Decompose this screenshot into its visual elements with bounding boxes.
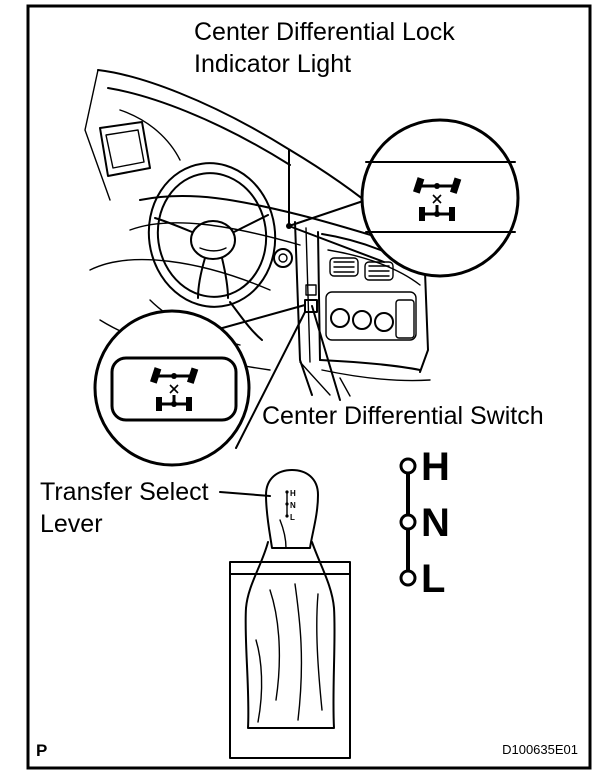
switch-label: Center Differential Switch bbox=[262, 402, 544, 430]
knob-h-mark: H bbox=[290, 489, 296, 498]
indicator-zoom-circle bbox=[360, 118, 520, 278]
indicator-label-line2: Indicator Light bbox=[194, 50, 351, 78]
position-l-dot bbox=[399, 569, 417, 587]
position-n-label: N bbox=[421, 501, 450, 545]
position-h-dot bbox=[399, 457, 417, 475]
figure-id: D100635E01 bbox=[502, 742, 578, 757]
knob-n-mark: N bbox=[290, 501, 296, 510]
shift-pattern-diagram bbox=[399, 457, 417, 587]
switch-callout bbox=[93, 304, 306, 467]
lever-leader-line bbox=[219, 491, 271, 497]
lever-label-line2: Lever bbox=[40, 510, 103, 538]
transfer-lever-illustration bbox=[229, 469, 351, 759]
lever-label-line1: Transfer Select bbox=[40, 478, 209, 506]
indicator-callout bbox=[288, 118, 520, 278]
corner-code: P bbox=[36, 741, 47, 760]
knob-l-mark: L bbox=[290, 513, 295, 522]
position-h-label: H bbox=[421, 445, 450, 489]
position-n-dot bbox=[399, 513, 417, 531]
switch-leader-line bbox=[311, 305, 341, 401]
position-l-label: L bbox=[421, 557, 445, 601]
figure-frame bbox=[26, 4, 592, 770]
indicator-label-line1: Center Differential Lock bbox=[194, 18, 455, 46]
